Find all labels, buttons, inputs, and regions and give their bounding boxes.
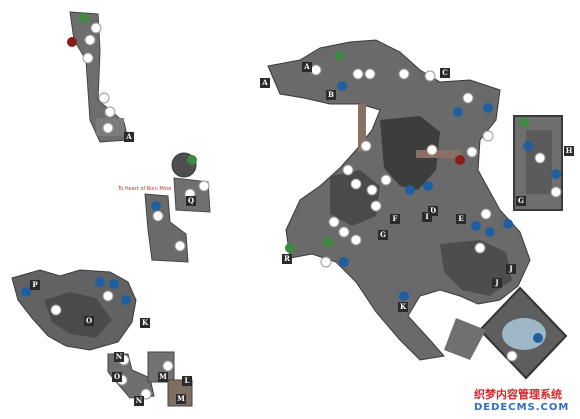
area-main-complex [267,39,531,361]
area-label-j-2: J [492,278,502,288]
area-label-o-2: O [112,372,122,382]
area-southwest-cave [11,269,137,351]
watermark-cn: 织梦内容管理系统 [474,388,562,401]
area-label-e: E [456,214,466,224]
area-label-n-1: N [114,352,124,362]
area-label-a-1: A [124,132,134,142]
area-south-rooms [107,351,193,407]
area-label-m-2: M [176,394,186,404]
watermark: 织梦内容管理系统 DEDECMS.COM [474,386,578,416]
area-label-o-1: O [84,316,94,326]
area-label-a-2: A [302,62,312,72]
area-label-m-1: M [158,372,168,382]
area-label-c: C [440,68,450,78]
watermark-en: DEDECMS.COM [474,402,570,413]
marker-icons [21,13,562,400]
area-label-q: Q [186,196,196,206]
area-label-p: P [30,280,40,290]
area-label-g-2: G [516,196,526,206]
area-label-a-3: A [260,78,270,88]
area-label-l: L [182,376,192,386]
area-label-j-1: J [506,264,516,274]
area-label-g-1: G [378,230,388,240]
area-label-n-2: N [134,396,144,406]
area-label-d: D [428,206,438,216]
area-label-f: F [390,214,400,224]
map-note: To Heart of Ruin Mine [118,186,172,192]
area-pool-room [444,286,568,380]
area-label-h: H [564,146,574,156]
area-label-b: B [326,90,336,100]
area-label-i: I [422,212,432,222]
area-label-k-1: K [140,318,150,328]
area-label-r: R [282,254,292,264]
area-label-k-2: K [398,302,408,312]
